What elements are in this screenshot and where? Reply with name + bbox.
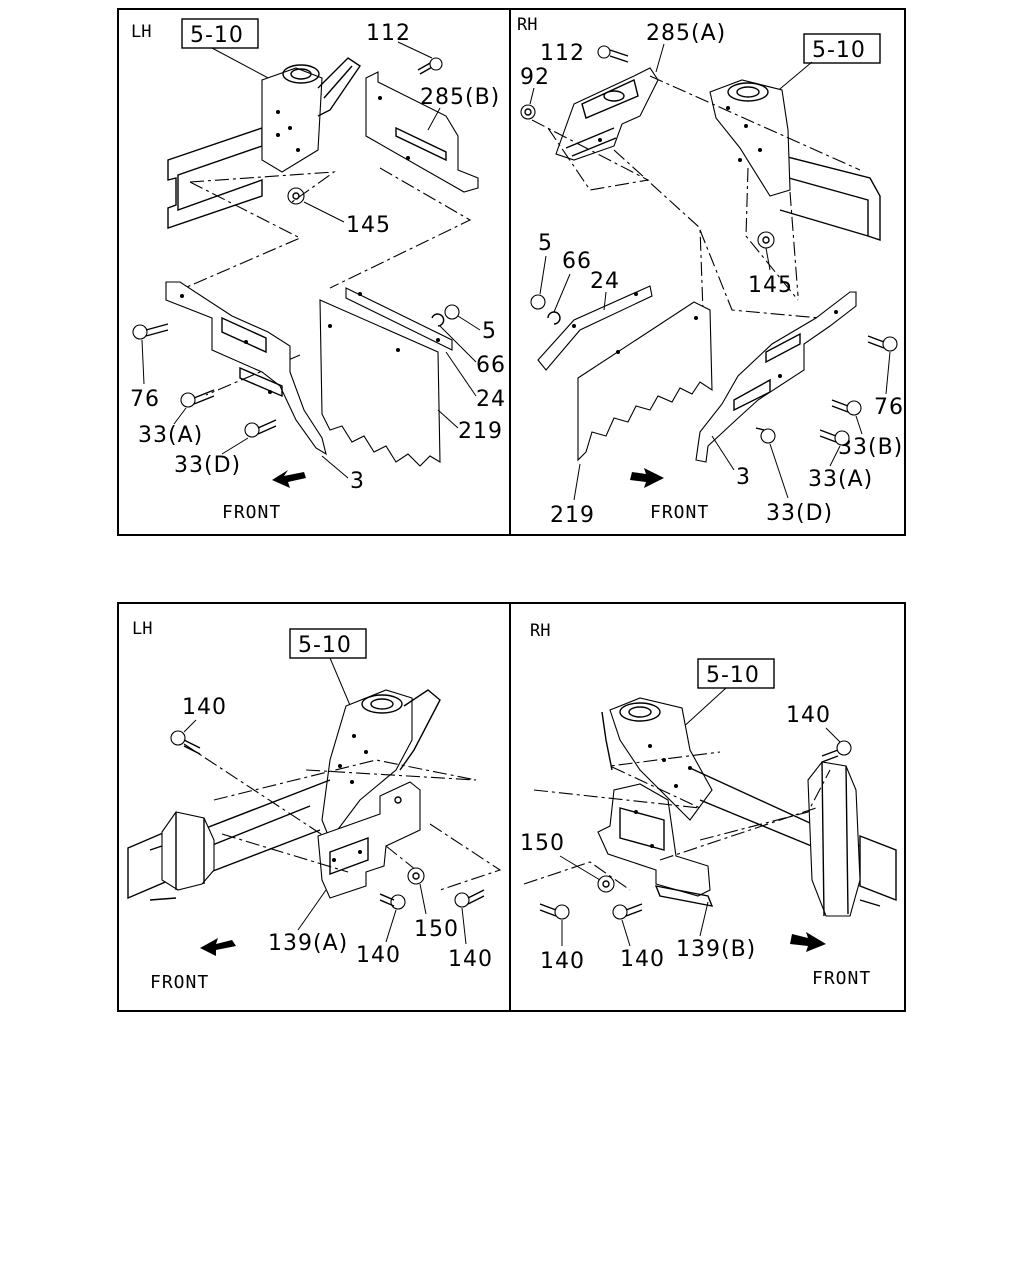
part-callout: 139(B) xyxy=(676,937,756,962)
side-label: RH xyxy=(517,15,537,35)
part-callout: 140 xyxy=(620,947,665,972)
part-callout: 285(A) xyxy=(646,21,726,46)
part-callout: 285(B) xyxy=(420,85,500,110)
stay-24 xyxy=(345,287,453,351)
front-label: FRONT xyxy=(150,972,209,993)
frame-rail xyxy=(859,834,897,902)
part-callout: 219 xyxy=(550,503,595,528)
ref-label: 5-10 xyxy=(812,38,866,63)
part-callout: 140 xyxy=(786,703,831,728)
stay-24 xyxy=(537,285,653,371)
part-callout: 33(A) xyxy=(808,467,873,492)
part-callout: 219 xyxy=(458,419,503,444)
ref-box xyxy=(697,658,775,689)
cab-mount-bracket xyxy=(609,697,713,821)
ref-box xyxy=(289,628,367,659)
part-callout: 145 xyxy=(346,213,391,238)
crossmember xyxy=(807,761,861,917)
bracket-285b xyxy=(365,71,479,193)
part-callout: 5 xyxy=(538,231,553,256)
part-callout: 5 xyxy=(482,319,497,344)
part-callout: 150 xyxy=(520,831,565,856)
part-callout: 92 xyxy=(520,65,550,90)
front-label: FRONT xyxy=(222,502,281,523)
side-label: LH xyxy=(131,22,151,42)
part-callout: 145 xyxy=(748,273,793,298)
part-callout: 66 xyxy=(476,353,506,378)
bracket-139b xyxy=(597,783,711,897)
lower-frame xyxy=(117,602,906,1012)
ref-box xyxy=(803,33,881,64)
part-callout: 140 xyxy=(356,943,401,968)
mudguard-219 xyxy=(577,301,713,462)
part-callout: 139(A) xyxy=(268,931,348,956)
part-callout: 3 xyxy=(736,465,751,490)
front-arrow xyxy=(272,470,306,488)
cab-mount-bracket xyxy=(321,689,413,842)
part-callout: 112 xyxy=(366,21,411,46)
panel-upper-rh: RH 5-10 112 92 285(A) xyxy=(517,15,904,528)
mudguard-219 xyxy=(319,299,441,467)
part-callout: 24 xyxy=(590,269,620,294)
panel-upper-lh: LH 5-10 112 285(B) 145 xyxy=(130,18,506,523)
part-callout: 33(A) xyxy=(138,423,203,448)
front-arrow xyxy=(630,468,664,488)
front-label: FRONT xyxy=(812,968,871,989)
part-callout: 76 xyxy=(130,387,160,412)
part-callout: 33(D) xyxy=(766,501,833,526)
front-label: FRONT xyxy=(650,502,709,523)
ref-label: 5-10 xyxy=(706,663,760,688)
part-callout: 3 xyxy=(350,469,365,494)
mudguard-stay-3 xyxy=(165,281,327,456)
panel-lower-lh: LH 5-10 140 139(A) xyxy=(127,619,502,993)
front-arrow xyxy=(790,932,826,952)
side-label: RH xyxy=(530,621,550,641)
part-callout: 140 xyxy=(448,947,493,972)
side-label: LH xyxy=(132,619,152,639)
crossmember xyxy=(161,811,215,891)
part-callout: 76 xyxy=(874,395,904,420)
ref-label: 5-10 xyxy=(190,23,244,48)
part-callout: 140 xyxy=(182,695,227,720)
ref-box xyxy=(181,18,259,49)
part-callout: 112 xyxy=(540,41,585,66)
part-callout: 140 xyxy=(540,949,585,974)
upper-frame xyxy=(117,8,906,536)
front-arrow xyxy=(200,938,236,956)
mudguard-stay-3 xyxy=(695,291,857,463)
ref-label: 5-10 xyxy=(298,633,352,658)
panel-lower-rh: RH 5-10 140 150 140 xyxy=(520,621,897,989)
cab-mount-bracket xyxy=(261,67,323,173)
part-callout: 24 xyxy=(476,387,506,412)
part-callout: 33(D) xyxy=(174,453,241,478)
part-callout: 150 xyxy=(414,917,459,942)
bracket-285a xyxy=(555,67,659,161)
part-callout: 66 xyxy=(562,249,592,274)
